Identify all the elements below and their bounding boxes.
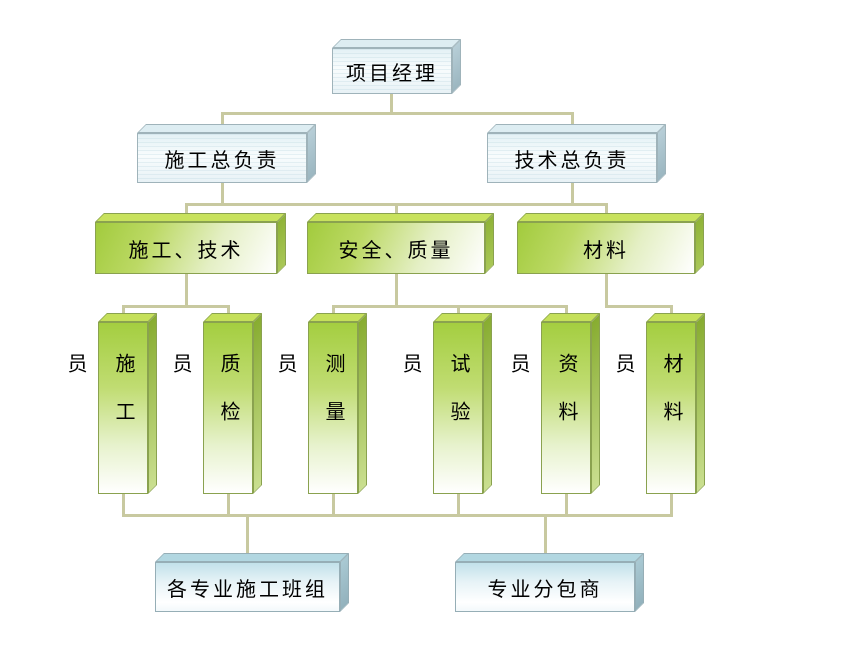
- node-document-clerk: 资料员: [507, 322, 591, 494]
- node-construction-worker-label: 施工员: [64, 322, 148, 494]
- node-surveyor: 测量员: [274, 322, 358, 494]
- node-tester: 试验员: [399, 322, 483, 494]
- node-construction-teams: 各专业施工班组: [155, 562, 340, 612]
- node-subcontractors: 专业分包商: [455, 562, 635, 612]
- node-materials-label: 材料: [517, 222, 695, 274]
- node-project-manager: 项目经理: [332, 48, 452, 94]
- connector-line: [122, 494, 125, 516]
- node-safety-quality-label: 安全、质量: [307, 222, 485, 274]
- connector-line: [221, 112, 574, 115]
- connector-line: [122, 305, 230, 308]
- node-quality-inspector-label: 质检员: [169, 322, 253, 494]
- node-technical-lead: 技术总负责: [487, 133, 657, 183]
- connector-line: [605, 274, 608, 308]
- connector-line: [457, 494, 460, 516]
- connector-line: [221, 183, 224, 206]
- connector-line: [122, 514, 673, 517]
- node-construction-worker: 施工员: [64, 322, 148, 494]
- connector-line: [395, 274, 398, 308]
- node-materials-clerk: 材料员: [612, 322, 696, 494]
- node-tester-label: 试验员: [399, 322, 483, 494]
- connector-line: [565, 494, 568, 516]
- connector-line: [390, 94, 393, 114]
- node-construction-teams-label: 各专业施工班组: [155, 562, 340, 612]
- connector-line: [605, 305, 673, 308]
- node-technical-lead-label: 技术总负责: [487, 133, 657, 183]
- connector-line: [227, 494, 230, 516]
- connector-line: [571, 183, 574, 206]
- node-project-manager-label: 项目经理: [332, 48, 452, 94]
- node-surveyor-label: 测量员: [274, 322, 358, 494]
- node-materials-clerk-label: 材料员: [612, 322, 696, 494]
- connector-line: [332, 305, 568, 308]
- connector-line: [246, 514, 249, 562]
- node-document-clerk-label: 资料员: [507, 322, 591, 494]
- node-materials: 材料: [517, 222, 695, 274]
- node-construction-lead: 施工总负责: [137, 133, 307, 183]
- node-construction-technology-label: 施工、技术: [95, 222, 277, 274]
- connector-line: [544, 514, 547, 562]
- node-safety-quality: 安全、质量: [307, 222, 485, 274]
- node-subcontractors-label: 专业分包商: [455, 562, 635, 612]
- node-construction-technology: 施工、技术: [95, 222, 277, 274]
- node-quality-inspector: 质检员: [169, 322, 253, 494]
- node-construction-lead-label: 施工总负责: [137, 133, 307, 183]
- connector-line: [332, 494, 335, 516]
- connector-line: [185, 274, 188, 308]
- connector-line: [670, 494, 673, 516]
